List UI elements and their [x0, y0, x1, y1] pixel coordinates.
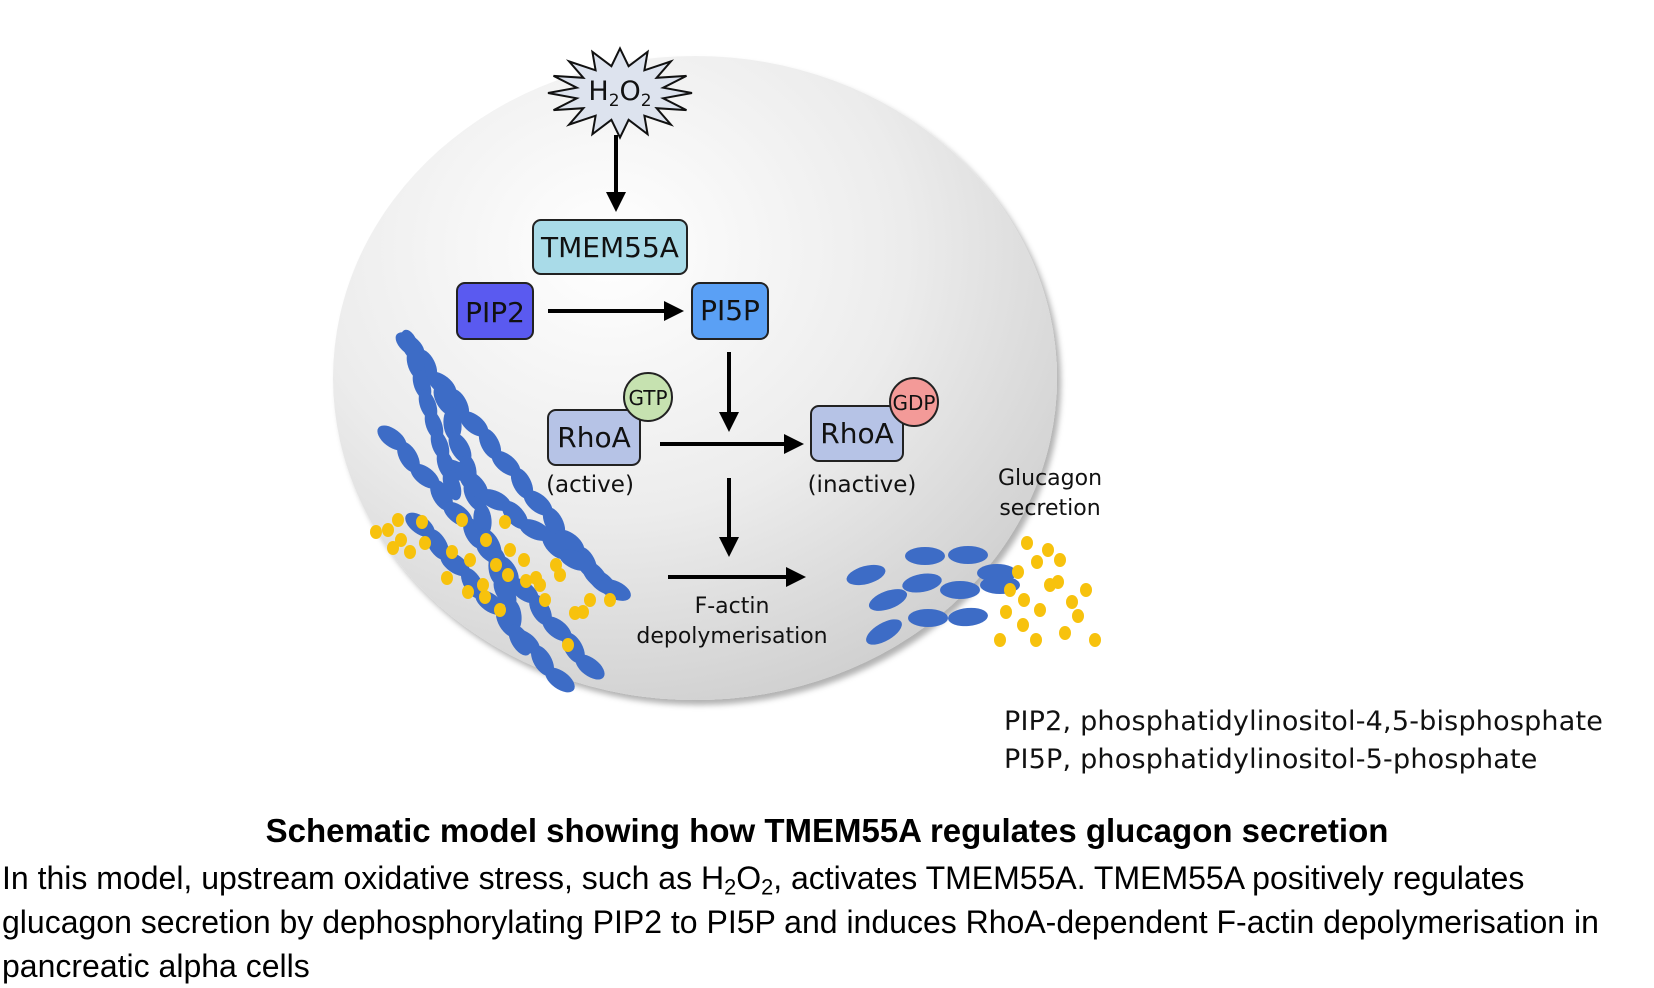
glucagon-granule	[584, 593, 596, 607]
actin-monomer	[902, 573, 942, 593]
glucagon-granule	[577, 605, 589, 619]
glucagon-granules-secreted	[994, 536, 1101, 647]
glucagon-granule	[562, 638, 574, 652]
glucagon-granule	[1021, 536, 1033, 550]
svg-text:(active): (active)	[546, 472, 634, 498]
glucagon-granule	[518, 553, 530, 567]
svg-text:(inactive): (inactive)	[808, 472, 917, 498]
svg-text:PIP2: PIP2	[465, 296, 525, 329]
glucagon-granule	[504, 543, 516, 557]
abbreviation-pi5p: PI5P, phosphatidylinositol-5-phosphate	[1004, 744, 1538, 775]
glucagon-granule	[370, 525, 382, 539]
rhoa-inactive-node: RhoA GDP (inactive)	[808, 377, 939, 498]
glucagon-granule	[1018, 593, 1030, 607]
glucagon-granule	[539, 593, 551, 607]
svg-text:TMEM55A: TMEM55A	[540, 231, 679, 264]
glucagon-granule	[387, 541, 399, 555]
glucagon-granule	[502, 568, 514, 582]
actin-monomer	[866, 619, 902, 645]
glucagon-granules-retained	[370, 513, 616, 652]
svg-text:RhoA: RhoA	[820, 417, 894, 450]
gdp-badge	[889, 377, 939, 427]
actin-monomer	[868, 589, 908, 611]
actin-monomer	[503, 599, 522, 633]
actin-monomer	[443, 407, 462, 441]
glucagon-granule	[1012, 565, 1024, 579]
actin-monomer	[905, 547, 945, 565]
svg-text:GDP: GDP	[893, 391, 936, 415]
svg-text:H2O2: H2O2	[588, 76, 651, 111]
glucagon-granule	[1054, 553, 1066, 567]
actin-monomer	[575, 654, 605, 680]
pip2-node: PIP2	[456, 282, 534, 340]
glucagon-label-2: secretion	[999, 496, 1100, 521]
glucagon-granule	[499, 515, 511, 529]
glucagon-granule	[1017, 618, 1029, 632]
actin-monomer	[545, 667, 575, 693]
actin-monomer	[442, 469, 462, 501]
glucagon-granule	[1042, 543, 1054, 557]
glucagon-granule	[1059, 626, 1071, 640]
glucagon-granule	[392, 513, 404, 527]
factin-label-2: depolymerisation	[636, 624, 827, 649]
cell	[333, 56, 1057, 700]
glucagon-granule	[1031, 555, 1043, 569]
caption-title: Schematic model showing how TMEM55A regu…	[265, 812, 1389, 849]
glucagon-granule	[1000, 605, 1012, 619]
glucagon-granule	[479, 590, 491, 604]
glucagon-granule	[494, 603, 506, 617]
actin-monomer	[940, 581, 980, 599]
glucagon-granule	[1044, 578, 1056, 592]
glucagon-granule	[520, 574, 532, 588]
glucagon-granule	[994, 633, 1006, 647]
actin-monomer	[460, 567, 485, 599]
glucagon-granule	[456, 513, 468, 527]
actin-monomer	[948, 607, 988, 627]
glucagon-granule	[1004, 583, 1016, 597]
actin-monomer	[948, 546, 988, 564]
svg-text:GTP: GTP	[628, 386, 667, 410]
actin-depolymerised	[846, 546, 1020, 645]
svg-text:RhoA: RhoA	[557, 421, 631, 454]
glucagon-granule	[1034, 603, 1046, 617]
glucagon-granule	[419, 536, 431, 550]
actin-monomer	[508, 624, 532, 656]
glucagon-granule	[446, 545, 458, 559]
svg-text:PI5P: PI5P	[700, 294, 760, 327]
abbreviation-pip2: PIP2, phosphatidylinositol-4,5-bisphosph…	[1004, 706, 1604, 737]
tmem55a-node: TMEM55A	[532, 219, 688, 275]
glucagon-granule	[464, 553, 476, 567]
actin-monomer	[530, 645, 555, 677]
pi5p-node: PI5P	[691, 282, 769, 340]
glucagon-granule	[1030, 633, 1042, 647]
factin-label: F-actin	[695, 594, 770, 619]
glucagon-granule	[604, 593, 616, 607]
glucagon-granule	[395, 533, 407, 547]
glucagon-granule	[480, 533, 492, 547]
glucagon-granule	[404, 545, 416, 559]
h2o2-burst: H2O2	[547, 46, 693, 140]
glucagon-granule	[441, 571, 453, 585]
glucagon-granule	[490, 558, 502, 572]
actin-monomer	[425, 528, 450, 560]
glucagon-granule	[534, 578, 546, 592]
actin-monomer	[846, 564, 886, 586]
glucagon-granule	[1080, 583, 1092, 597]
glucagon-granule	[1089, 633, 1101, 647]
glucagon-granule	[416, 515, 428, 529]
glucagon-granule	[1066, 595, 1078, 609]
glucagon-granule	[382, 523, 394, 537]
gtp-badge	[623, 372, 673, 422]
actin-monomer	[908, 609, 948, 627]
rhoa-active-node: RhoA GTP (active)	[546, 372, 673, 498]
caption-body: In this model, upstream oxidative stress…	[2, 860, 1599, 984]
glucagon-granule	[462, 585, 474, 599]
glucagon-granule	[1072, 609, 1084, 623]
glucagon-granule	[550, 558, 562, 572]
glucagon-label: Glucagon	[998, 466, 1102, 491]
glucagon-granule	[477, 578, 489, 592]
actin-monomer	[473, 503, 492, 537]
